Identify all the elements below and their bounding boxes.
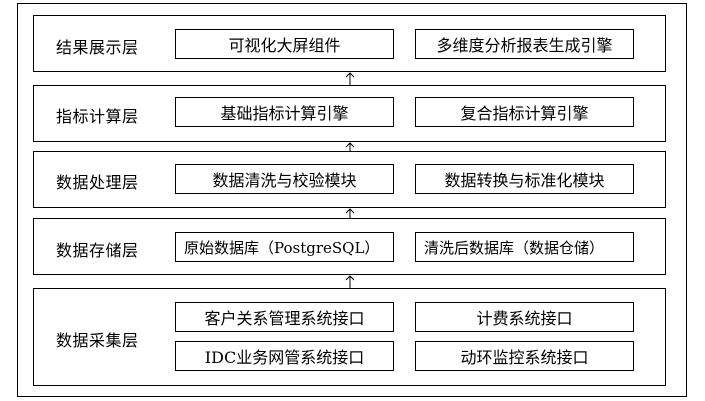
module-composite-metric-engine: 复合指标计算引擎 [415, 97, 634, 127]
module-cleaned-database: 清洗后数据库（数据仓储） [415, 232, 634, 262]
layer-title: 数据存储层 [56, 241, 139, 260]
module-power-env-monitor-interface: 动环监控系统接口 [415, 341, 634, 371]
layer-result-display: 结果展示层 可视化大屏组件 多维度分析报表生成引擎 [33, 15, 666, 72]
arrow-up-icon [345, 72, 355, 85]
arrow-up-icon [345, 275, 355, 288]
layer-title: 指标计算层 [56, 107, 139, 126]
module-raw-database: 原始数据库（PostgreSQL） [175, 232, 394, 262]
layer-title: 数据处理层 [56, 173, 139, 192]
module-report-engine: 多维度分析报表生成引擎 [415, 29, 634, 59]
module-data-transform: 数据转换与标准化模块 [415, 164, 634, 194]
layer-data-processing: 数据处理层 数据清洗与校验模块 数据转换与标准化模块 [33, 151, 666, 208]
module-crm-interface: 客户关系管理系统接口 [175, 302, 394, 332]
layer-title: 结果展示层 [56, 38, 139, 57]
layer-title: 数据采集层 [56, 331, 139, 350]
module-visual-dashboard: 可视化大屏组件 [175, 29, 394, 59]
layer-metric-compute: 指标计算层 基础指标计算引擎 复合指标计算引擎 [33, 85, 666, 142]
module-billing-interface: 计费系统接口 [415, 302, 634, 332]
module-idc-nms-interface: IDC业务网管系统接口 [175, 341, 394, 371]
diagram-frame [17, 3, 687, 397]
layer-data-collection: 数据采集层 客户关系管理系统接口 计费系统接口 IDC业务网管系统接口 动环监控… [33, 288, 666, 386]
module-data-cleaning: 数据清洗与校验模块 [175, 164, 394, 194]
module-basic-metric-engine: 基础指标计算引擎 [175, 97, 394, 127]
layer-data-storage: 数据存储层 原始数据库（PostgreSQL） 清洗后数据库（数据仓储） [33, 218, 666, 275]
